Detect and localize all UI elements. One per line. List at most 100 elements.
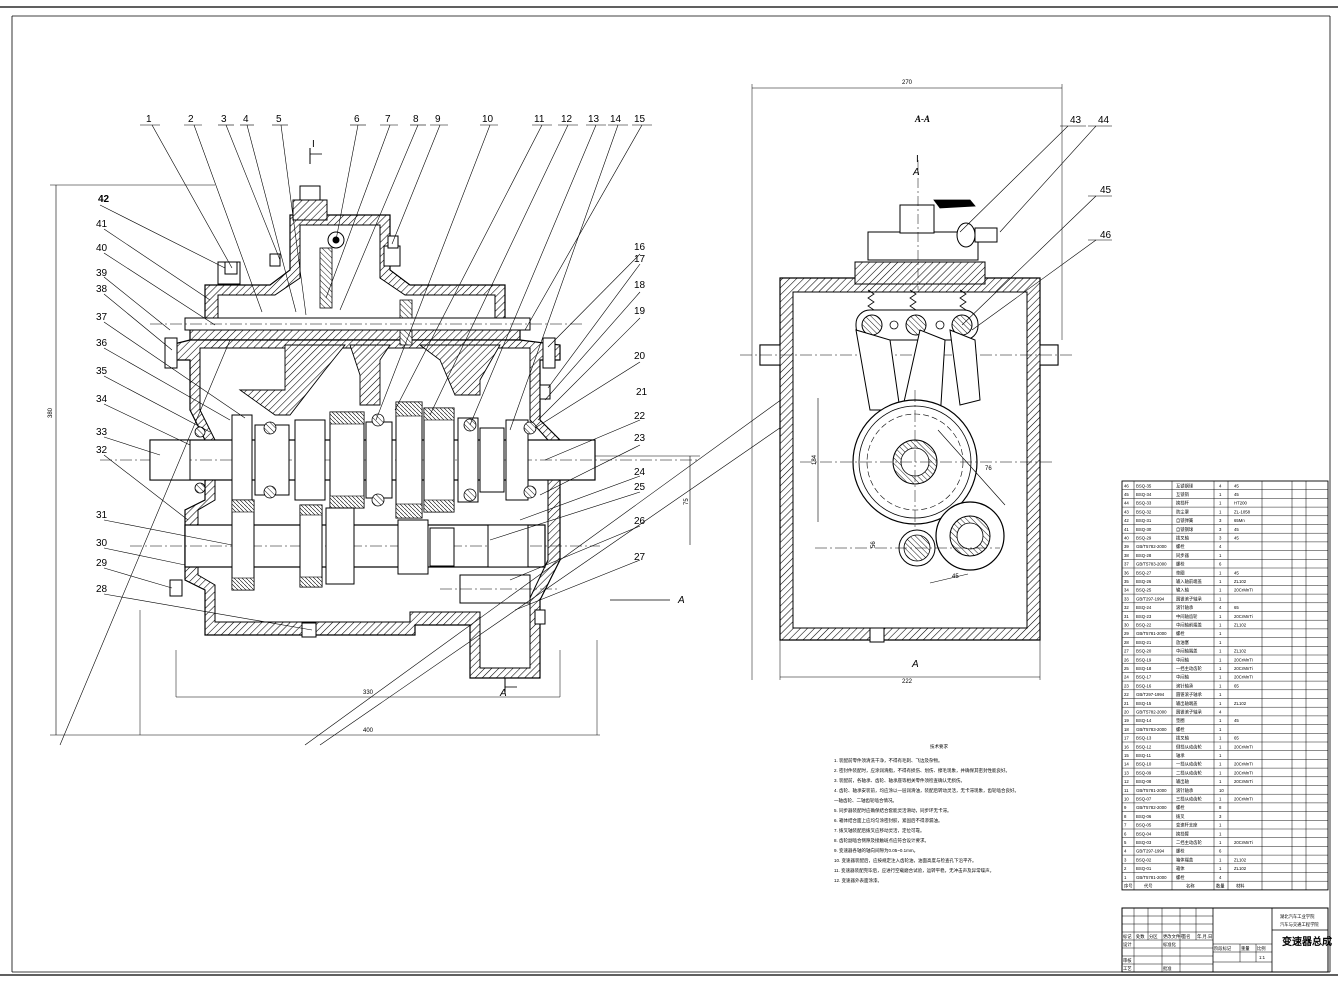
bom-cell-name: 输出轴端盖 bbox=[1176, 700, 1198, 707]
bom-cell-name: 互锁钢球 bbox=[1176, 482, 1194, 489]
bom-cell-code: BSQ-06 bbox=[1136, 814, 1152, 819]
bom-cell-index: 33 bbox=[1124, 596, 1129, 601]
bom-cell-name: 螺栓 bbox=[1176, 874, 1185, 881]
dim-vertical: 184 bbox=[812, 454, 818, 465]
callout-43: 43 bbox=[1070, 115, 1082, 126]
callout-25: 25 bbox=[634, 482, 646, 493]
bom-cell-name: 一挡主动齿轮 bbox=[1176, 665, 1202, 672]
bom-cell-code: BSQ-22 bbox=[1136, 623, 1152, 628]
bom-cell-qty: 1 bbox=[1219, 736, 1222, 741]
sheet-frame bbox=[0, 6, 1338, 976]
bom-cell-code: BSQ-09 bbox=[1136, 770, 1152, 775]
bom-cell-code: BSQ-17 bbox=[1136, 675, 1152, 680]
bom-cell-material: 65 bbox=[1234, 736, 1239, 741]
bom-cell-name: 换挡杆 bbox=[1176, 500, 1190, 507]
tb-label: 标准化 bbox=[1163, 941, 1177, 948]
bom-cell-qty: 1 bbox=[1219, 675, 1222, 680]
bom-cell-name: 中间轴齿轮 bbox=[1176, 613, 1198, 620]
callout-24: 24 bbox=[634, 467, 646, 478]
bom-cell-material: HT200 bbox=[1234, 501, 1248, 506]
bom-cell-code: BSQ-26 bbox=[1136, 579, 1152, 584]
bom-cell-index: 40 bbox=[1124, 536, 1129, 541]
tech-req-item: 7. 拨叉轴装配后拨叉应移动灵活，定位可靠。 bbox=[834, 827, 925, 834]
callout-16: 16 bbox=[634, 242, 646, 253]
callout-10: 10 bbox=[482, 114, 494, 125]
bom-cell-index: 11 bbox=[1124, 788, 1129, 793]
bom-cell-qty: 1 bbox=[1219, 866, 1222, 871]
bom-cell-name: 螺栓 bbox=[1176, 561, 1185, 568]
callout-42: 42 bbox=[98, 194, 110, 205]
bom-cell-index: 13 bbox=[1124, 770, 1129, 775]
mark-top-letter: A bbox=[912, 167, 920, 178]
bom-cell-index: 29 bbox=[1124, 631, 1129, 636]
bom-cell-index: 32 bbox=[1124, 605, 1129, 610]
bom-cell-qty: 1 bbox=[1219, 831, 1222, 836]
bom-cell-index: 21 bbox=[1124, 701, 1129, 706]
bom-cell-index: 37 bbox=[1124, 562, 1129, 567]
bom-cell-code: BSQ-24 bbox=[1136, 605, 1152, 610]
bom-cell-material: 20CrMnTi bbox=[1234, 770, 1253, 775]
bom-cell-index: 8 bbox=[1124, 814, 1127, 819]
bom-cell-qty: 1 bbox=[1219, 666, 1222, 671]
callout-18: 18 bbox=[634, 280, 646, 291]
bom-cell-qty: 1 bbox=[1219, 614, 1222, 619]
dim-height: 380 bbox=[48, 407, 54, 418]
bom-cell-material: 65 bbox=[1234, 683, 1239, 688]
bom-cell-material: 20CrMnTi bbox=[1234, 675, 1253, 680]
bom-cell-code: BSQ-07 bbox=[1136, 797, 1152, 802]
bom-cell-name: 倒挡从动齿轮 bbox=[1176, 743, 1202, 750]
dim-center-distance: 75 bbox=[684, 498, 690, 505]
bom-cell-code: GB/T5782-2000 bbox=[1136, 805, 1167, 810]
bom-cell-material: 20CrMnTi bbox=[1234, 666, 1253, 671]
bom-cell-code: GB/T5781-2000 bbox=[1136, 788, 1167, 793]
callout-36: 36 bbox=[96, 338, 108, 349]
dim-width-outer: 400 bbox=[363, 728, 374, 734]
callout-5: 5 bbox=[276, 114, 282, 125]
bom-cell-qty: 1 bbox=[1219, 692, 1222, 697]
bom-cell-material: 20CrMnTi bbox=[1234, 797, 1253, 802]
bom-cell-name: 互锁销 bbox=[1176, 491, 1190, 498]
title-school: 湖北汽车工业学院 bbox=[1280, 913, 1315, 920]
tech-req-heading: 技术要求 bbox=[930, 743, 948, 750]
bom-cell-index: 27 bbox=[1124, 649, 1129, 654]
callout-14: 14 bbox=[610, 114, 622, 125]
tb-label: 设计 bbox=[1123, 941, 1132, 948]
tech-req-item: 10. 变速器装配后，应按规定注入齿轮油，油面高度与检查孔下沿平齐。 bbox=[834, 857, 977, 864]
section-view bbox=[740, 84, 1112, 680]
bom-cell-code: BSQ-11 bbox=[1136, 753, 1152, 758]
dim-gear-small: 45 bbox=[952, 574, 959, 580]
bom-cell-material: 20CrMnTi bbox=[1234, 762, 1253, 767]
bom-cell-index: 5 bbox=[1124, 840, 1127, 845]
callout-31: 31 bbox=[96, 510, 108, 521]
bom-cell-name: 自锁弹簧 bbox=[1176, 517, 1194, 524]
bom-cell-name: 中间轴 bbox=[1176, 656, 1189, 663]
bom-cell-code: BSQ-08 bbox=[1136, 779, 1152, 784]
bom-cell-material: ZL102 bbox=[1234, 866, 1247, 871]
bom-cell-material: 65Mn bbox=[1234, 518, 1245, 523]
bom-header: 材料 bbox=[1236, 883, 1245, 890]
callout-41: 41 bbox=[96, 219, 108, 230]
callout-2: 2 bbox=[188, 114, 194, 125]
main-view-callouts: 1 2 3 4 5 6 7 8 9 10 11 12 13 14 15 16 1… bbox=[48, 114, 690, 734]
bom-cell-qty: 1 bbox=[1219, 631, 1222, 636]
bom-cell-code: BSQ-32 bbox=[1136, 509, 1152, 514]
bom-cell-index: 30 bbox=[1124, 623, 1129, 628]
callout-17: 17 bbox=[634, 254, 646, 265]
bom-cell-material: 45 bbox=[1234, 527, 1239, 532]
callout-13: 13 bbox=[588, 114, 600, 125]
bom-cell-material: 45 bbox=[1234, 536, 1239, 541]
bom-cell-code: BSQ-15 bbox=[1136, 701, 1152, 706]
bom-cell-material: ZL102 bbox=[1234, 623, 1247, 628]
bom-cell-qty: 10 bbox=[1219, 788, 1224, 793]
bom-cell-name: 轴承 bbox=[1176, 752, 1185, 759]
bom-cell-qty: 1 bbox=[1219, 744, 1222, 749]
bom-cell-name: 自锁钢球 bbox=[1176, 526, 1194, 533]
dim-width-inner: 330 bbox=[363, 690, 374, 696]
bom-cell-index: 34 bbox=[1124, 588, 1129, 593]
callout-20: 20 bbox=[634, 351, 646, 362]
tech-req-item: 5. 同步器装配时应确保结合套能灵活滑动，同步环无卡滞。 bbox=[834, 807, 952, 814]
callout-27: 27 bbox=[634, 552, 646, 563]
bom-cell-qty: 1 bbox=[1219, 840, 1222, 845]
bom-cell-name: 一挡从动齿轮 bbox=[1176, 761, 1202, 768]
bom-cell-code: BSQ-20 bbox=[1136, 649, 1152, 654]
